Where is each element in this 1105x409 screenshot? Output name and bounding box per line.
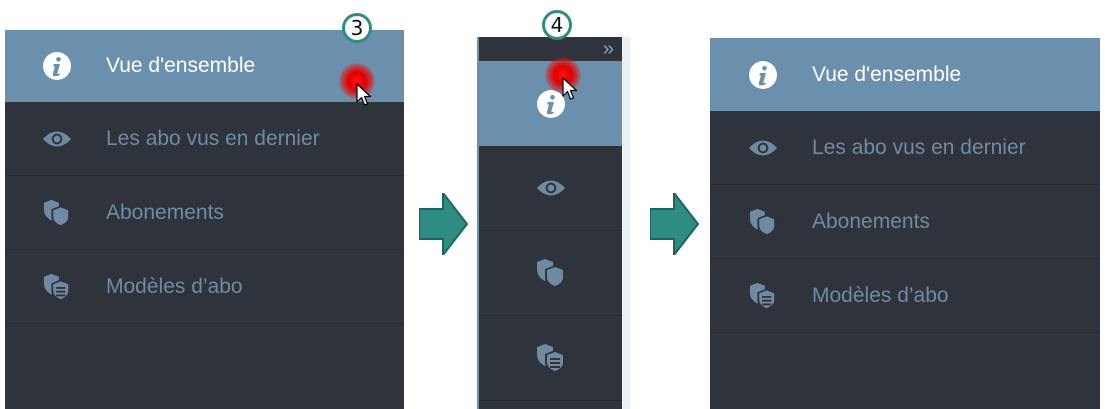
right-arrow-icon [650,193,700,255]
shield-icon [42,198,72,228]
shield-icon [748,207,778,237]
mouse-cursor-icon [356,83,372,107]
info-icon [748,60,778,90]
eye-icon [42,124,72,154]
step-badge: 3 [342,13,372,43]
right-arrow-icon [419,193,469,255]
nav-item-subscriptions[interactable]: Abonements [710,185,1100,259]
sidebar-expanded-before: Vue d'ensemble Les abo vus en dernier Ab… [5,30,404,409]
nav-item-label: Vue d'ensemble [106,54,256,77]
sidebar-collapsed: » [477,37,622,409]
shield-list-icon [536,343,566,373]
eye-icon [748,133,778,163]
nav-item-subscription-templates[interactable]: Modèles d’abo [710,259,1100,333]
nav-item-label: Modèles d’abo [812,283,949,307]
sidebar-expanded-after: Vue d'ensemble Les abo vus en dernier Ab… [710,38,1100,409]
nav-item-recently-viewed[interactable]: Les abo vus en dernier [5,102,404,176]
info-icon [536,89,566,119]
expand-sidebar-icon[interactable]: » [602,38,614,60]
nav-item-recently-viewed[interactable]: Les abo vus en dernier [710,111,1100,185]
nav-item-subscriptions[interactable]: Abonements [5,176,404,250]
mouse-cursor-icon [562,77,578,101]
nav-item-label: Vue d'ensemble [812,62,962,86]
nav-item-label: Abonements [106,200,224,224]
nav-item-label: Modèles d’abo [106,274,243,298]
eye-icon [536,173,566,203]
nav-item-subscription-templates[interactable] [479,316,622,401]
nav-item-label: Les abo vus en dernier [106,126,320,150]
nav-item-subscription-templates[interactable]: Modèles d’abo [5,250,404,324]
nav-item-overview[interactable]: Vue d'ensemble [5,30,404,102]
nav-item-label: Abonements [812,209,930,233]
nav-item-subscriptions[interactable] [479,231,622,316]
scrollbar-track[interactable] [622,37,630,409]
shield-icon [536,258,566,288]
nav-item-label: Les abo vus en dernier [812,135,1026,159]
shield-list-icon [748,281,778,311]
step-badge: 4 [542,10,572,40]
nav-item-recently-viewed[interactable] [479,146,622,231]
shield-list-icon [42,272,72,302]
sidebar-topbar: » [479,37,622,61]
info-icon [42,51,72,81]
nav-item-overview[interactable]: Vue d'ensemble [710,38,1100,111]
